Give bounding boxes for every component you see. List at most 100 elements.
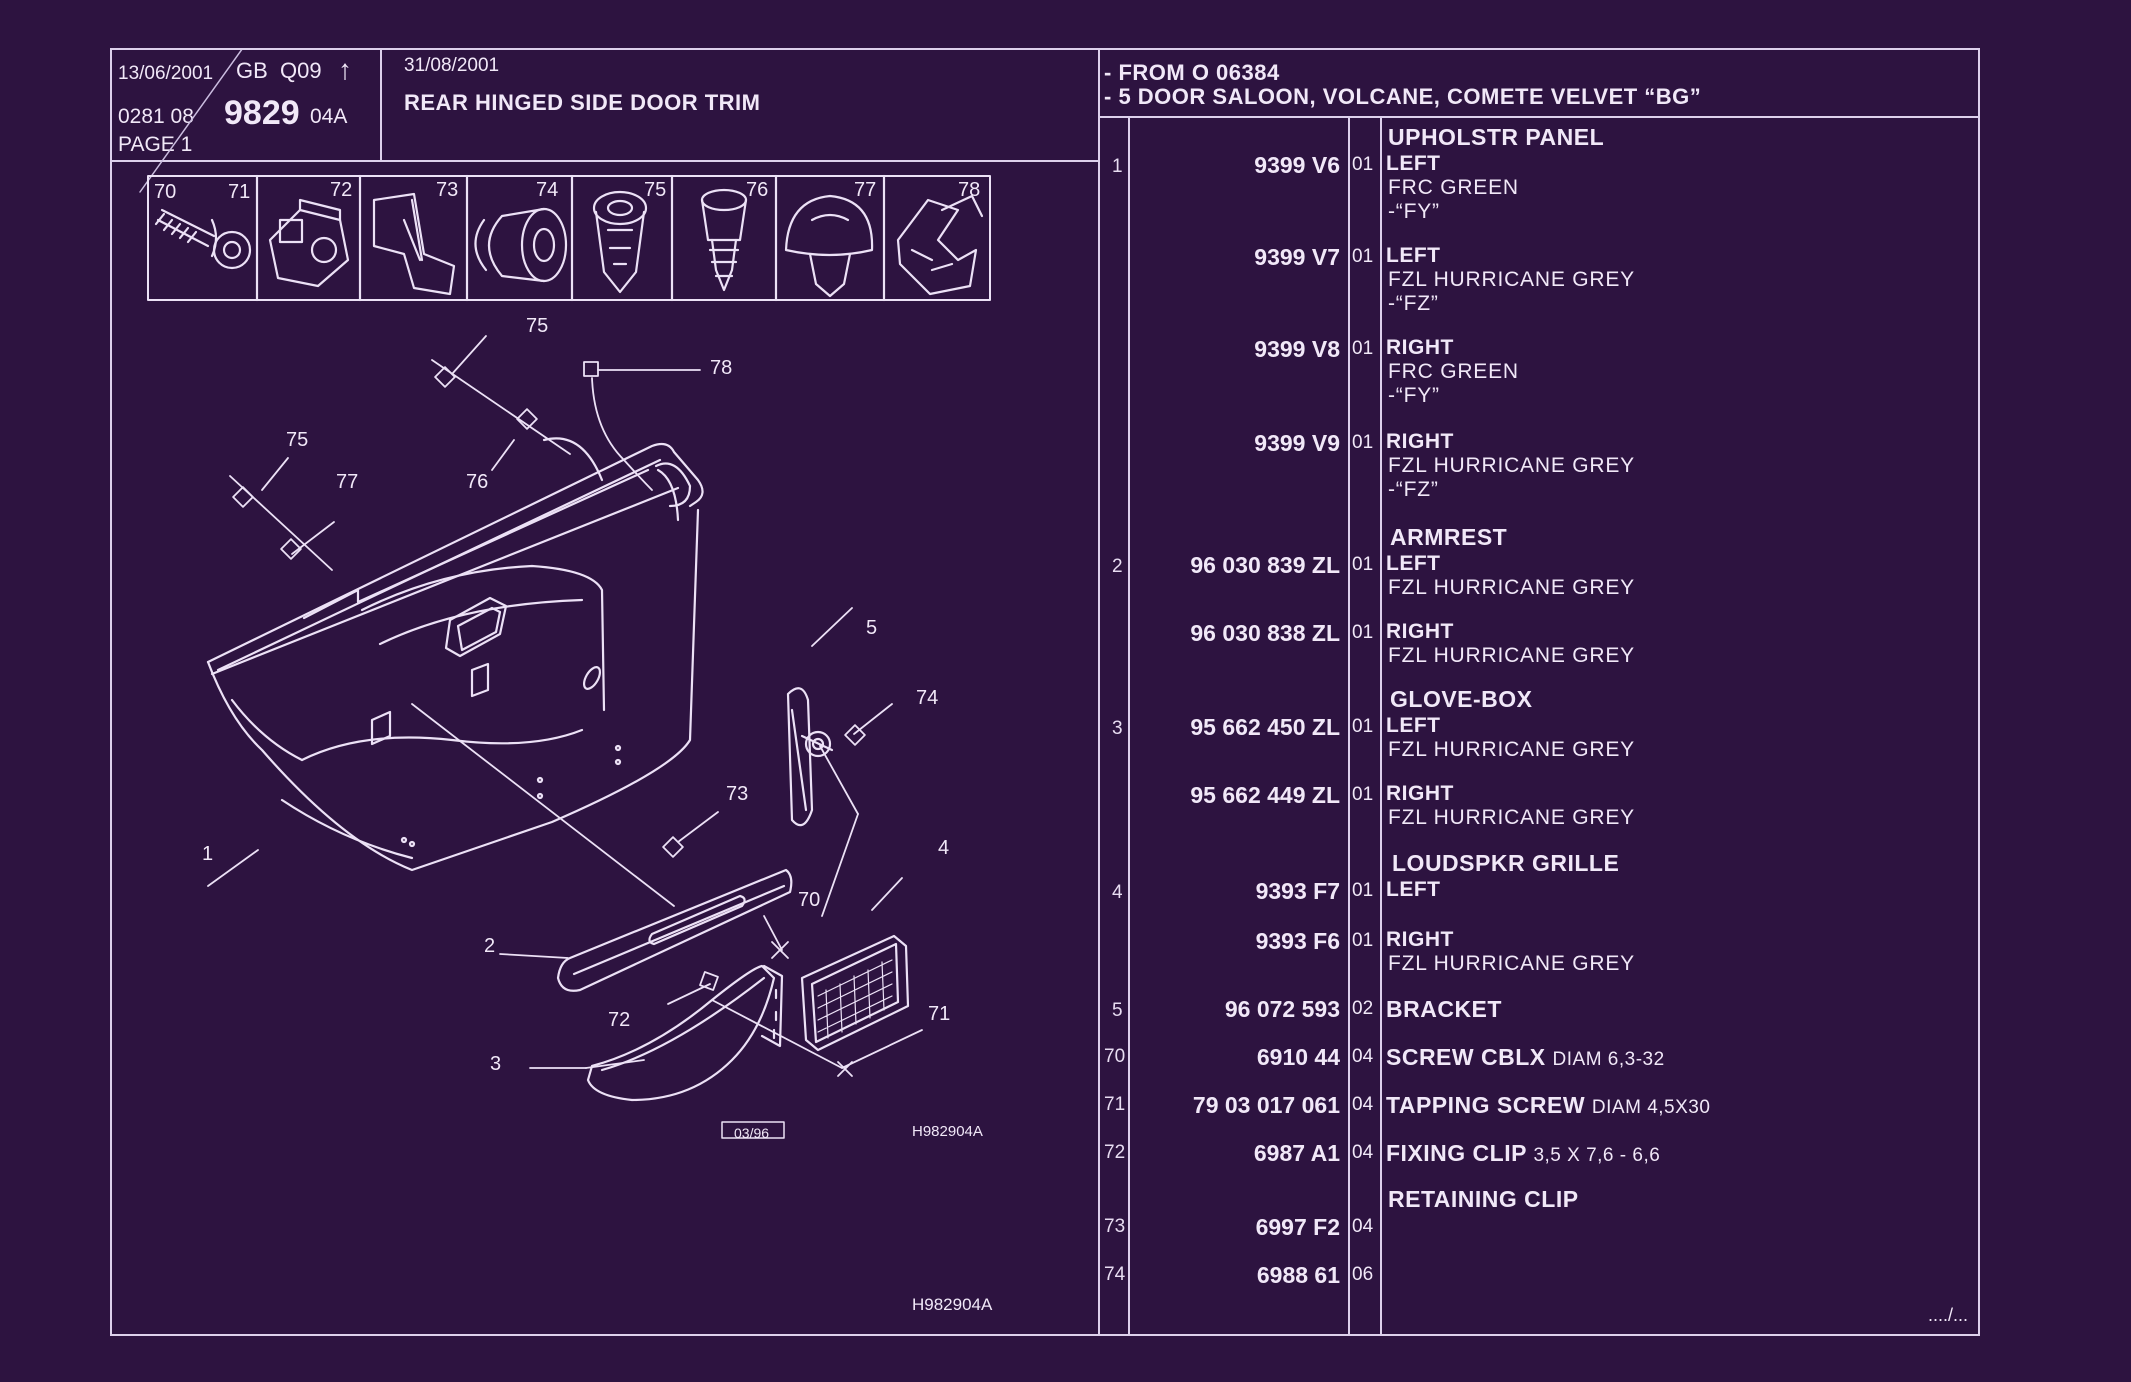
part-74-index: 74 <box>1104 1264 1126 1285</box>
part-74-ref: 6988 61 <box>1256 1262 1340 1288</box>
nut-insert-icon <box>474 207 568 283</box>
callout-74: 74 <box>916 687 939 709</box>
drawing-date: 03/96 <box>734 1125 770 1141</box>
part-4a-ref: 9393 F7 <box>1255 878 1340 904</box>
ref-main: 9829 <box>224 94 300 132</box>
part-1a-trim: FRC GREEN <box>1388 176 1519 199</box>
callout-75-left: 75 <box>286 429 309 451</box>
part-4b-qty: 01 <box>1352 930 1374 951</box>
part-2b-trim: FZL HURRICANE GREY <box>1388 644 1635 667</box>
part-72-name: FIXING CLIP <box>1386 1140 1527 1166</box>
speaker-grille-part <box>800 934 910 1052</box>
part-2a-side: LEFT <box>1386 552 1441 575</box>
part-71-qty: 04 <box>1352 1094 1374 1115</box>
callout-77: 77 <box>336 471 359 493</box>
part-1d-qty: 01 <box>1352 432 1374 453</box>
callout-4: 4 <box>938 837 950 859</box>
fixing-clip-icon <box>268 198 350 288</box>
part-2-title: ARMREST <box>1390 524 1508 550</box>
callout-75-top: 75 <box>526 315 549 337</box>
page-title: REAR HINGED SIDE DOOR TRIM <box>404 90 761 115</box>
parts-catalogue-sheet: 13/06/2001 GB Q09 ↑ 0281 08 9829 04A PAG… <box>110 9 1980 1336</box>
part-74-qty: 06 <box>1352 1264 1374 1285</box>
small-part-73: 73 <box>436 179 459 201</box>
part-72-title: FIXING CLIP 3,5 X 7,6 - 6,6 <box>1386 1140 1660 1167</box>
part-2b-ref: 96 030 838 ZL <box>1190 620 1340 646</box>
callout-72: 72 <box>608 1009 631 1031</box>
part-5-index: 5 <box>1112 1000 1123 1021</box>
part-70-title: SCREW CBLX DIAM 6,3-32 <box>1386 1044 1665 1071</box>
small-part-71: 71 <box>228 181 251 203</box>
part-2-index: 2 <box>1112 556 1123 577</box>
header-divider-right <box>1098 116 1978 118</box>
part-3-index: 3 <box>1112 718 1123 739</box>
part-3b-qty: 01 <box>1352 784 1374 805</box>
part-71-title: TAPPING SCREW DIAM 4,5X30 <box>1386 1092 1710 1119</box>
retaining-clip-icon <box>372 192 456 296</box>
part-1b-side: LEFT <box>1386 244 1441 267</box>
exploded-view-drawing <box>112 9 1092 1190</box>
center-divider <box>1098 50 1100 1336</box>
part-1-index: 1 <box>1112 156 1123 177</box>
part-4-index: 4 <box>1112 882 1123 903</box>
small-part-76: 76 <box>746 179 769 201</box>
applicability-line-2: - 5 DOOR SALOON, VOLCANE, COMETE VELVET … <box>1104 84 1702 109</box>
part-5-qty: 02 <box>1352 998 1374 1019</box>
country-code: GB <box>236 58 268 83</box>
push-clip-icon <box>592 190 648 294</box>
part-73-title: RETAINING CLIP <box>1388 1186 1579 1212</box>
part-73-qty: 04 <box>1352 1216 1374 1237</box>
part-1c-ref: 9399 V8 <box>1254 336 1340 362</box>
page-number: PAGE 1 <box>118 133 193 156</box>
part-5-ref: 96 072 593 <box>1224 996 1340 1022</box>
part-1a-ref: 9399 V6 <box>1254 152 1340 178</box>
part-1d-trim: FZL HURRICANE GREY <box>1388 454 1635 477</box>
applicability-line-1: - FROM O 06384 <box>1104 60 1280 85</box>
strap-clip-icon <box>896 194 984 296</box>
continued-marker: ..../... <box>1928 1305 1969 1325</box>
part-1-title: UPHOLSTR PANEL <box>1388 124 1605 150</box>
col-divider-ref <box>1348 118 1350 1336</box>
part-1b-qty: 01 <box>1352 246 1374 267</box>
part-70-qty: 04 <box>1352 1046 1374 1067</box>
leader-lines <box>207 335 923 1139</box>
part-70-name: SCREW CBLX <box>1386 1044 1546 1070</box>
part-1b-code: -“FZ” <box>1388 292 1439 315</box>
callout-71: 71 <box>928 1003 951 1025</box>
up-arrow-icon: ↑ <box>338 54 352 85</box>
glovebox-part <box>586 964 784 1102</box>
col-divider-qty <box>1380 118 1382 1336</box>
part-1c-qty: 01 <box>1352 338 1374 359</box>
part-2a-trim: FZL HURRICANE GREY <box>1388 576 1635 599</box>
part-2b-qty: 01 <box>1352 622 1374 643</box>
part-1c-code: -“FY” <box>1388 384 1440 407</box>
part-1d-ref: 9399 V9 <box>1254 430 1340 456</box>
part-71-name: TAPPING SCREW <box>1386 1092 1586 1118</box>
part-1d-code: -“FZ” <box>1388 478 1439 501</box>
screw-icon <box>154 208 252 270</box>
part-72-ref: 6987 A1 <box>1253 1140 1340 1166</box>
small-part-72: 72 <box>330 179 353 201</box>
header-divider-v1 <box>380 50 382 162</box>
part-1d-side: RIGHT <box>1386 430 1454 453</box>
issue-date: 13/06/2001 <box>118 63 214 84</box>
bracket-part <box>786 687 834 827</box>
part-70-note: DIAM 6,3-32 <box>1552 1049 1665 1070</box>
part-3a-trim: FZL HURRICANE GREY <box>1388 738 1635 761</box>
mushroom-clip-icon <box>784 194 874 298</box>
part-2a-qty: 01 <box>1352 554 1374 575</box>
part-2a-ref: 96 030 839 ZL <box>1190 552 1340 578</box>
part-1c-side: RIGHT <box>1386 336 1454 359</box>
part-3a-qty: 01 <box>1352 716 1374 737</box>
part-4b-trim: FZL HURRICANE GREY <box>1388 952 1635 975</box>
part-4a-side: LEFT <box>1386 878 1441 901</box>
small-part-75: 75 <box>644 179 667 201</box>
part-71-index: 71 <box>1104 1094 1126 1115</box>
part-4a-qty: 01 <box>1352 880 1374 901</box>
part-5-title: BRACKET <box>1386 996 1502 1022</box>
armrest-part <box>556 868 793 992</box>
part-1b-ref: 9399 V7 <box>1254 244 1340 270</box>
ref-prefix: 0281 08 <box>118 105 194 128</box>
part-4-title: LOUDSPKR GRILLE <box>1392 850 1620 876</box>
callout-3: 3 <box>490 1053 502 1075</box>
